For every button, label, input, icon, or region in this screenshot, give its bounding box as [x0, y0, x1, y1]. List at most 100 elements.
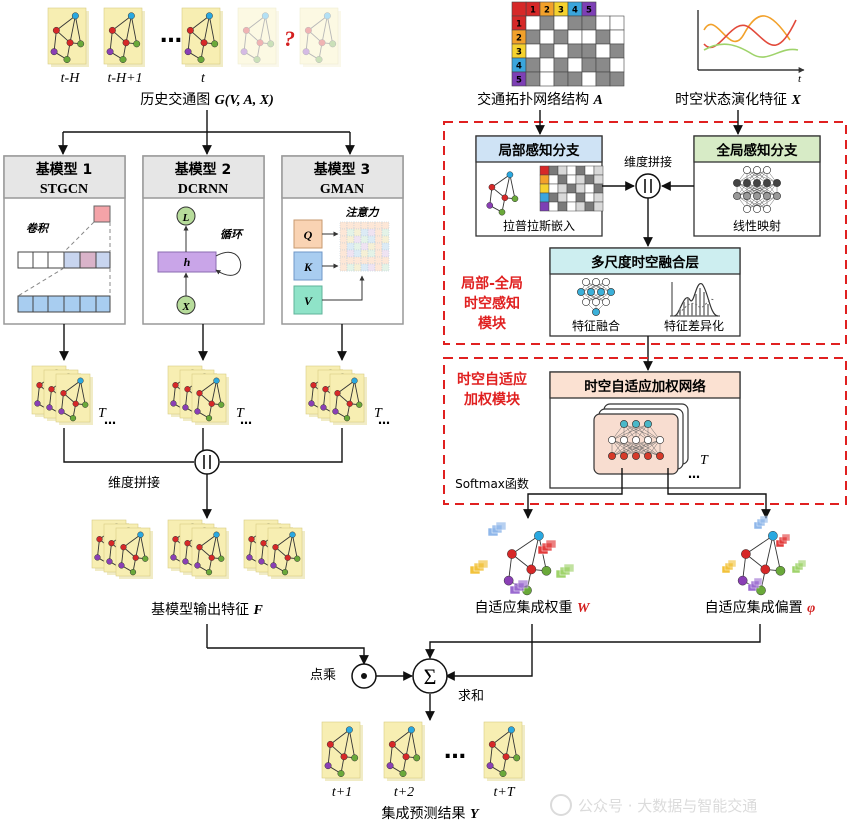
- recurrence-label: 循环: [220, 228, 244, 241]
- laplacian-cell: [557, 174, 568, 185]
- graph-node: [304, 26, 312, 34]
- nn-edge: [736, 169, 758, 184]
- graph-node: [205, 569, 213, 576]
- graph-node: [486, 202, 494, 209]
- attention-cell: [353, 263, 362, 272]
- graph-node: [337, 770, 345, 778]
- graph-edge: [489, 744, 493, 766]
- graph-node: [77, 377, 84, 384]
- nn-node: [773, 192, 781, 200]
- topology-cell: [525, 29, 541, 45]
- output-2-T: T: [236, 406, 245, 421]
- nn-node: [644, 452, 652, 460]
- graph-node: [205, 12, 213, 20]
- topology-row-label: 1: [516, 20, 522, 30]
- prediction-ellipsis: …: [444, 739, 466, 764]
- sum-symbol: Σ: [424, 664, 437, 689]
- graph-node: [170, 554, 177, 561]
- topology-cell: [567, 43, 583, 59]
- attention-matrix: [339, 221, 390, 272]
- laplacian-cell: [593, 165, 604, 176]
- graph-edge: [112, 15, 132, 31]
- graph-node: [108, 540, 115, 547]
- aw-output-connectors: [523, 468, 771, 519]
- graph-edge: [109, 30, 113, 52]
- topology-cell: [595, 43, 611, 59]
- graph-edge: [123, 534, 141, 548]
- nn-node: [620, 420, 628, 428]
- graph-edge: [511, 535, 540, 555]
- graph-edge: [509, 174, 516, 199]
- bias-tensor-block: [759, 515, 769, 524]
- graph-edge: [259, 15, 266, 43]
- graph-paper: [329, 373, 365, 423]
- laplacian-cell: [548, 165, 559, 176]
- topology-cell: [609, 57, 625, 73]
- base-output-caption: 基模型输出特征 F: [151, 601, 263, 618]
- nn-node: [743, 179, 751, 187]
- attention-cell: [360, 235, 369, 244]
- evolution-caption: 时空状态演化特征 X: [675, 92, 801, 108]
- graph-edge: [504, 174, 511, 198]
- graph-paper: [191, 527, 227, 577]
- dot-product-label: 点乘: [310, 668, 336, 683]
- history-to-models-connectors: [58, 110, 355, 155]
- nn-edge: [736, 182, 778, 197]
- graph-node: [63, 56, 71, 64]
- nn-edge: [736, 182, 768, 197]
- attention-cell: [353, 249, 362, 258]
- graph-node: [82, 401, 89, 408]
- graph-node: [122, 39, 130, 47]
- graph-edge: [187, 30, 191, 52]
- graph-edge: [308, 15, 328, 31]
- history-caption: 历史交通图 G(V, A, X): [140, 91, 274, 108]
- graph-node: [488, 183, 496, 191]
- nn-node: [743, 166, 751, 174]
- nn-node: [592, 308, 600, 316]
- rnn-output-symbol: L: [182, 212, 190, 224]
- graph-node: [334, 390, 341, 397]
- aw-ellipsis: …: [688, 467, 700, 481]
- attention-cell: [374, 228, 383, 237]
- graph-node: [737, 575, 748, 586]
- ensemble-bias-graph: [721, 515, 807, 596]
- topology-cell: [539, 15, 555, 31]
- graph-node: [50, 48, 58, 56]
- graph-node: [71, 12, 79, 20]
- graph-node: [142, 555, 149, 562]
- output-3-T: T: [374, 406, 383, 421]
- nn-edge: [746, 195, 778, 210]
- nn-node: [733, 192, 741, 200]
- nn-node: [592, 298, 600, 306]
- laplacian-cell: [557, 192, 568, 203]
- laplacian-cell: [575, 201, 586, 212]
- nn-node: [773, 179, 781, 187]
- attention-cell: [374, 242, 383, 251]
- graph-node: [343, 415, 351, 422]
- attention-cell: [381, 263, 390, 272]
- local-global-module-label: 局部-全局 时空感知 模块: [461, 275, 523, 332]
- nn-node: [644, 420, 652, 428]
- graph-edge: [256, 42, 261, 60]
- graph-edge: [410, 729, 418, 758]
- graph-node: [208, 400, 215, 407]
- nn-node: [608, 436, 616, 444]
- graph-node: [503, 575, 514, 586]
- graph-edge: [321, 42, 333, 45]
- branches-concat-connectors: [602, 181, 694, 247]
- graph-edge: [211, 380, 217, 404]
- graph-node: [253, 56, 261, 64]
- attention-cell: [346, 242, 355, 251]
- base-model-3-name: GMAN: [320, 182, 364, 197]
- graph-node: [186, 26, 194, 34]
- graph-edge: [130, 15, 138, 44]
- topology-col-label: 4: [572, 6, 578, 16]
- graph-node: [413, 754, 421, 762]
- nn-node: [602, 298, 610, 306]
- graph-edge: [216, 380, 222, 405]
- graph-node: [486, 762, 494, 770]
- graph-node: [240, 48, 248, 56]
- graph-node: [402, 753, 410, 761]
- nn-node: [763, 179, 771, 187]
